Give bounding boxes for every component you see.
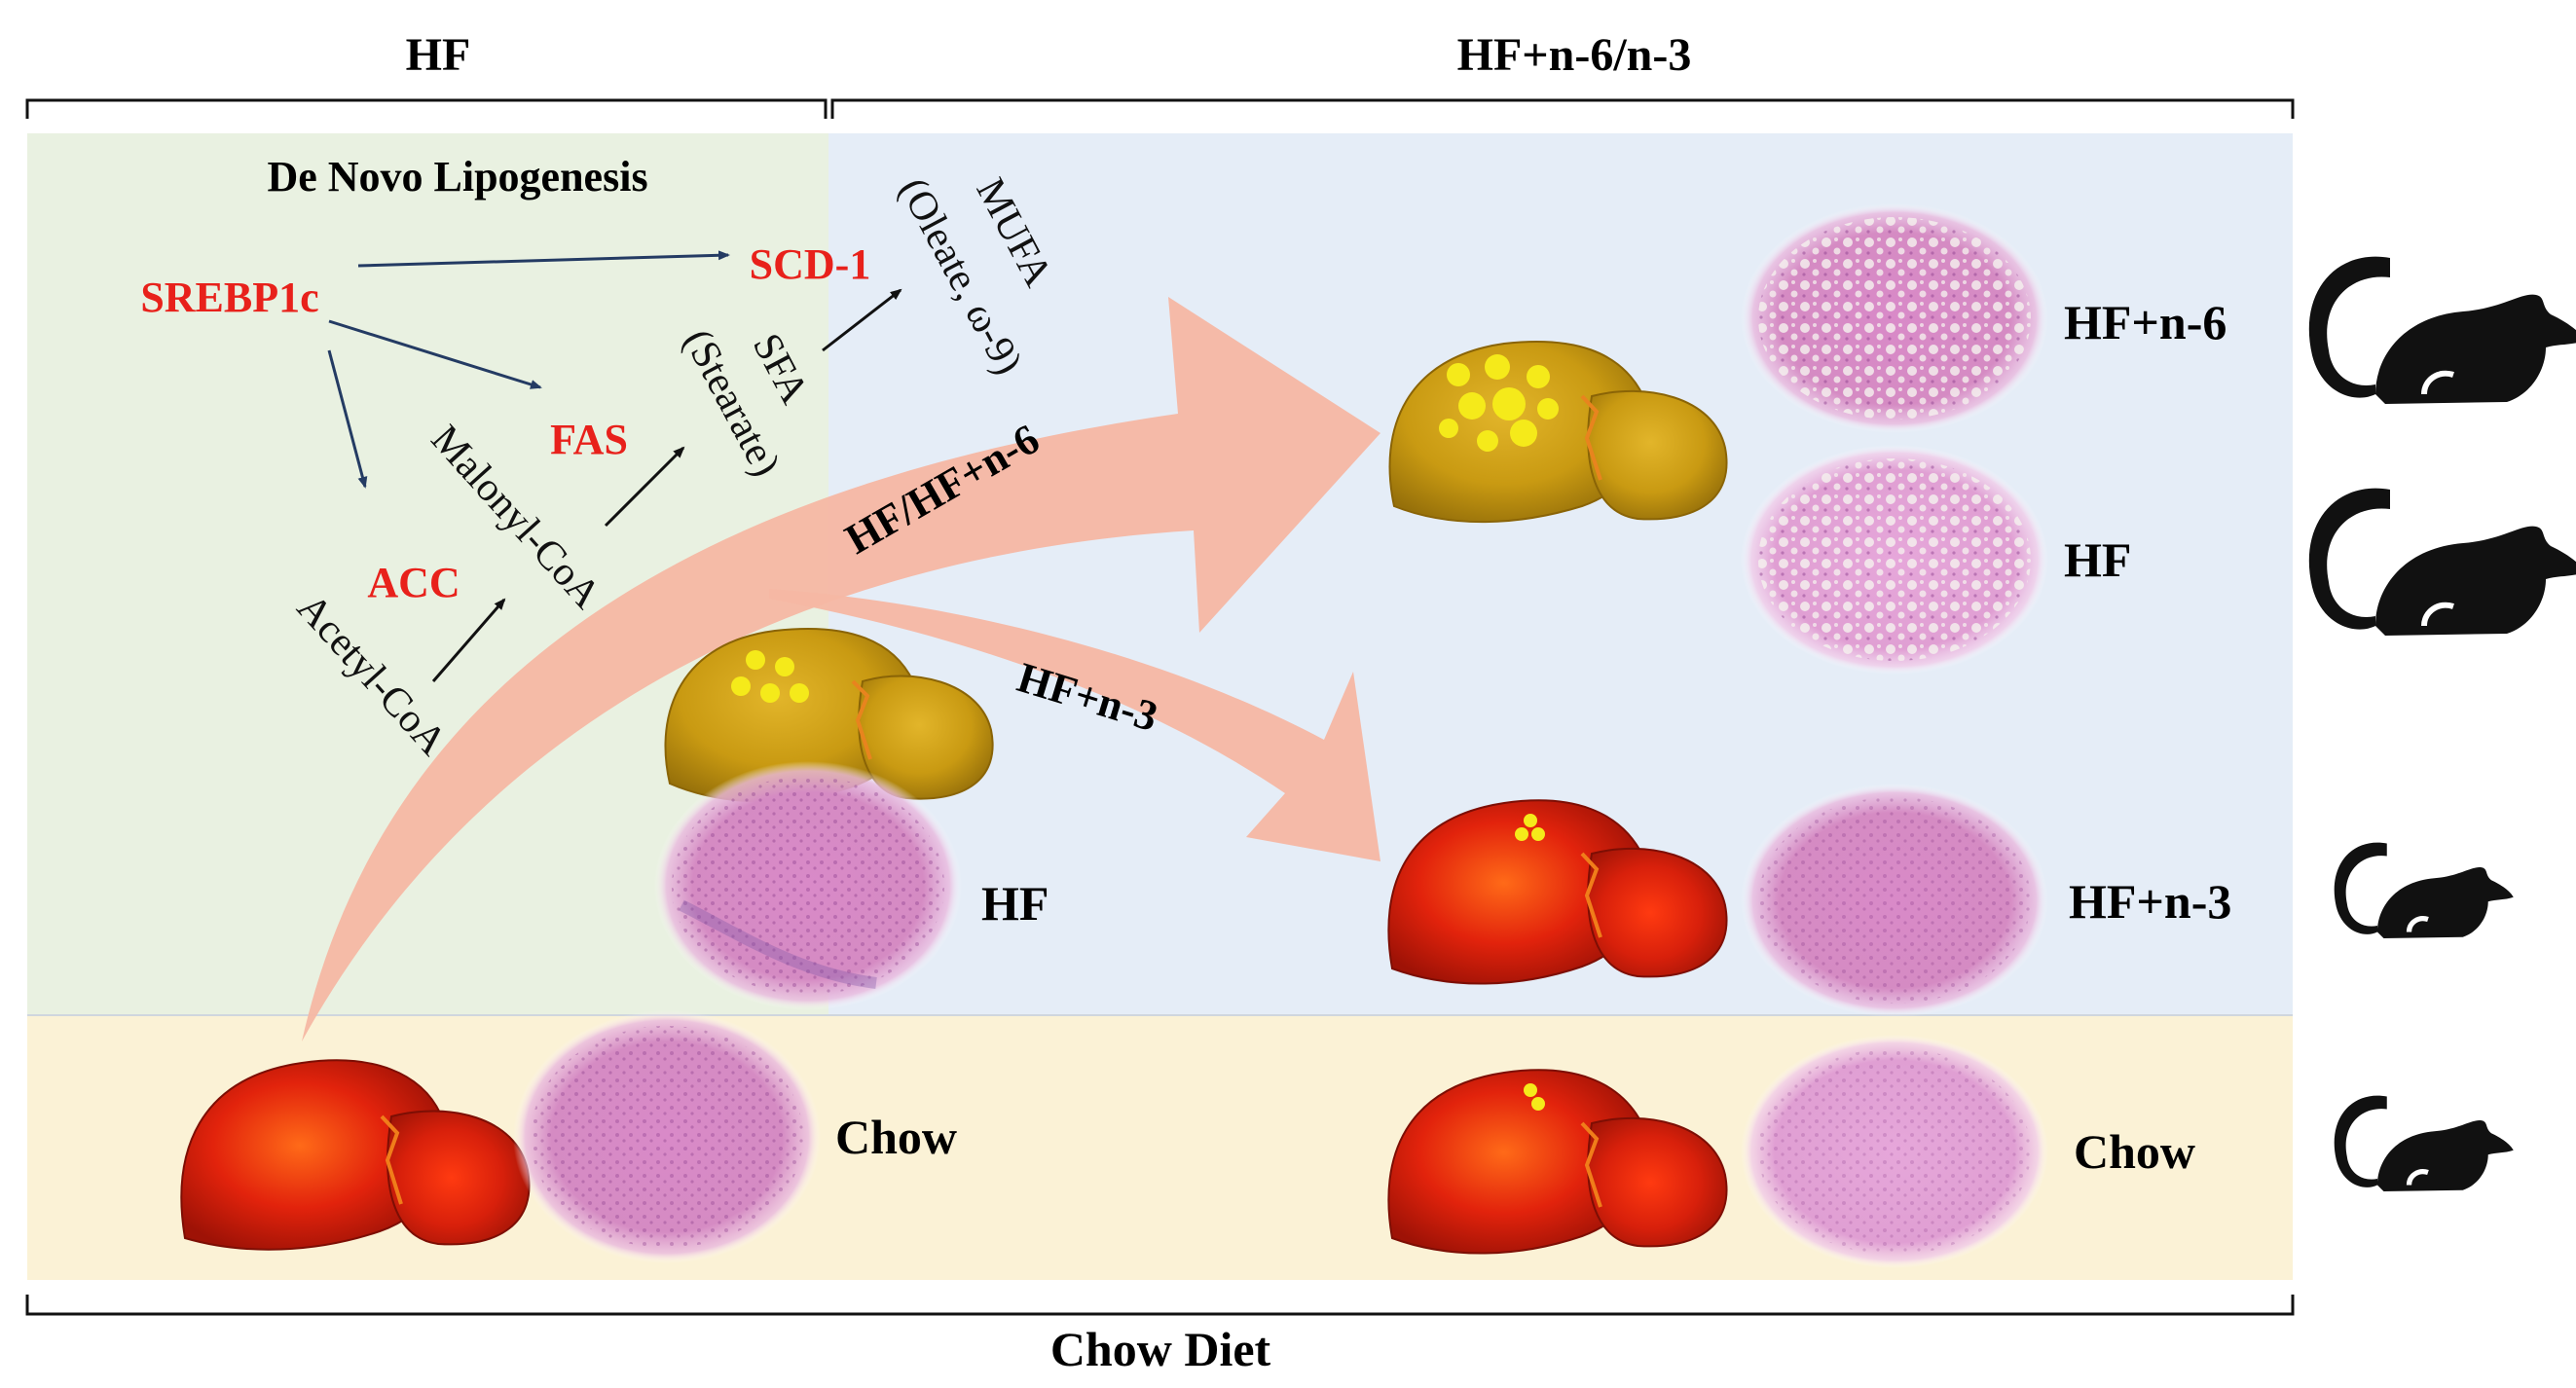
histology-hf-n3: [1741, 784, 2048, 1017]
histology-chow-right: [1741, 1035, 2048, 1268]
mouse-icon-large-2: [2308, 488, 2576, 636]
mouse-icon-small-2: [2334, 1095, 2514, 1191]
mouse-icon-small-1: [2334, 842, 2514, 938]
chow-diet-bracket: [25, 1295, 2295, 1316]
fatty-liver-hf-left: [664, 628, 994, 803]
histology-hf-n6: [1741, 203, 2048, 433]
group-label-chow-right: Chow: [2074, 1124, 2195, 1179]
srebp1c-to-fas-arrow: [328, 319, 542, 389]
header-chow-diet: Chow Diet: [1050, 1322, 1271, 1376]
histology-hf-left: [654, 761, 962, 1010]
arrow-hf-n3: [769, 589, 1380, 861]
group-label-chow-left: Chow: [835, 1110, 957, 1164]
histology-chow-left: [513, 1010, 821, 1263]
header-hf: HF: [406, 29, 471, 81]
pathway-title: De Novo Lipogenesis: [267, 153, 647, 201]
group-label-hf: HF: [2064, 532, 2131, 587]
srebp1c-to-scd1-arrow: [357, 250, 730, 268]
malonyl-to-sfa-arrow: [604, 446, 685, 528]
acetyl-to-malonyl-arrow: [431, 598, 506, 682]
scd1-label: SCD-1: [750, 240, 871, 288]
group-label-hf-left: HF: [981, 876, 1049, 931]
acc-label: ACC: [367, 559, 460, 606]
group-label-hf-n6: HF+n-6: [2064, 295, 2226, 349]
n6n3-bracket: [830, 98, 2295, 119]
srebp1c-label: SREBP1c: [140, 274, 318, 321]
healthy-liver-chow-left: [180, 1059, 531, 1251]
mouse-icon-large-1: [2308, 256, 2576, 404]
fatty-liver-hf-n6: [1388, 341, 1728, 524]
healthy-liver-chow-right: [1387, 1069, 1728, 1255]
header-hf-n6-n3: HF+n-6/n-3: [1457, 29, 1692, 81]
fas-label: FAS: [550, 416, 628, 463]
healthy-liver-hf-n3: [1387, 799, 1728, 985]
histology-hf: [1741, 445, 2048, 675]
arrow-hf-n6: [302, 297, 1380, 1041]
srebp1c-to-acc-arrow: [327, 349, 368, 489]
hf-bracket: [25, 98, 828, 119]
group-label-hf-n3: HF+n-3: [2069, 874, 2231, 929]
sfa-to-mufa-arrow: [822, 288, 902, 352]
